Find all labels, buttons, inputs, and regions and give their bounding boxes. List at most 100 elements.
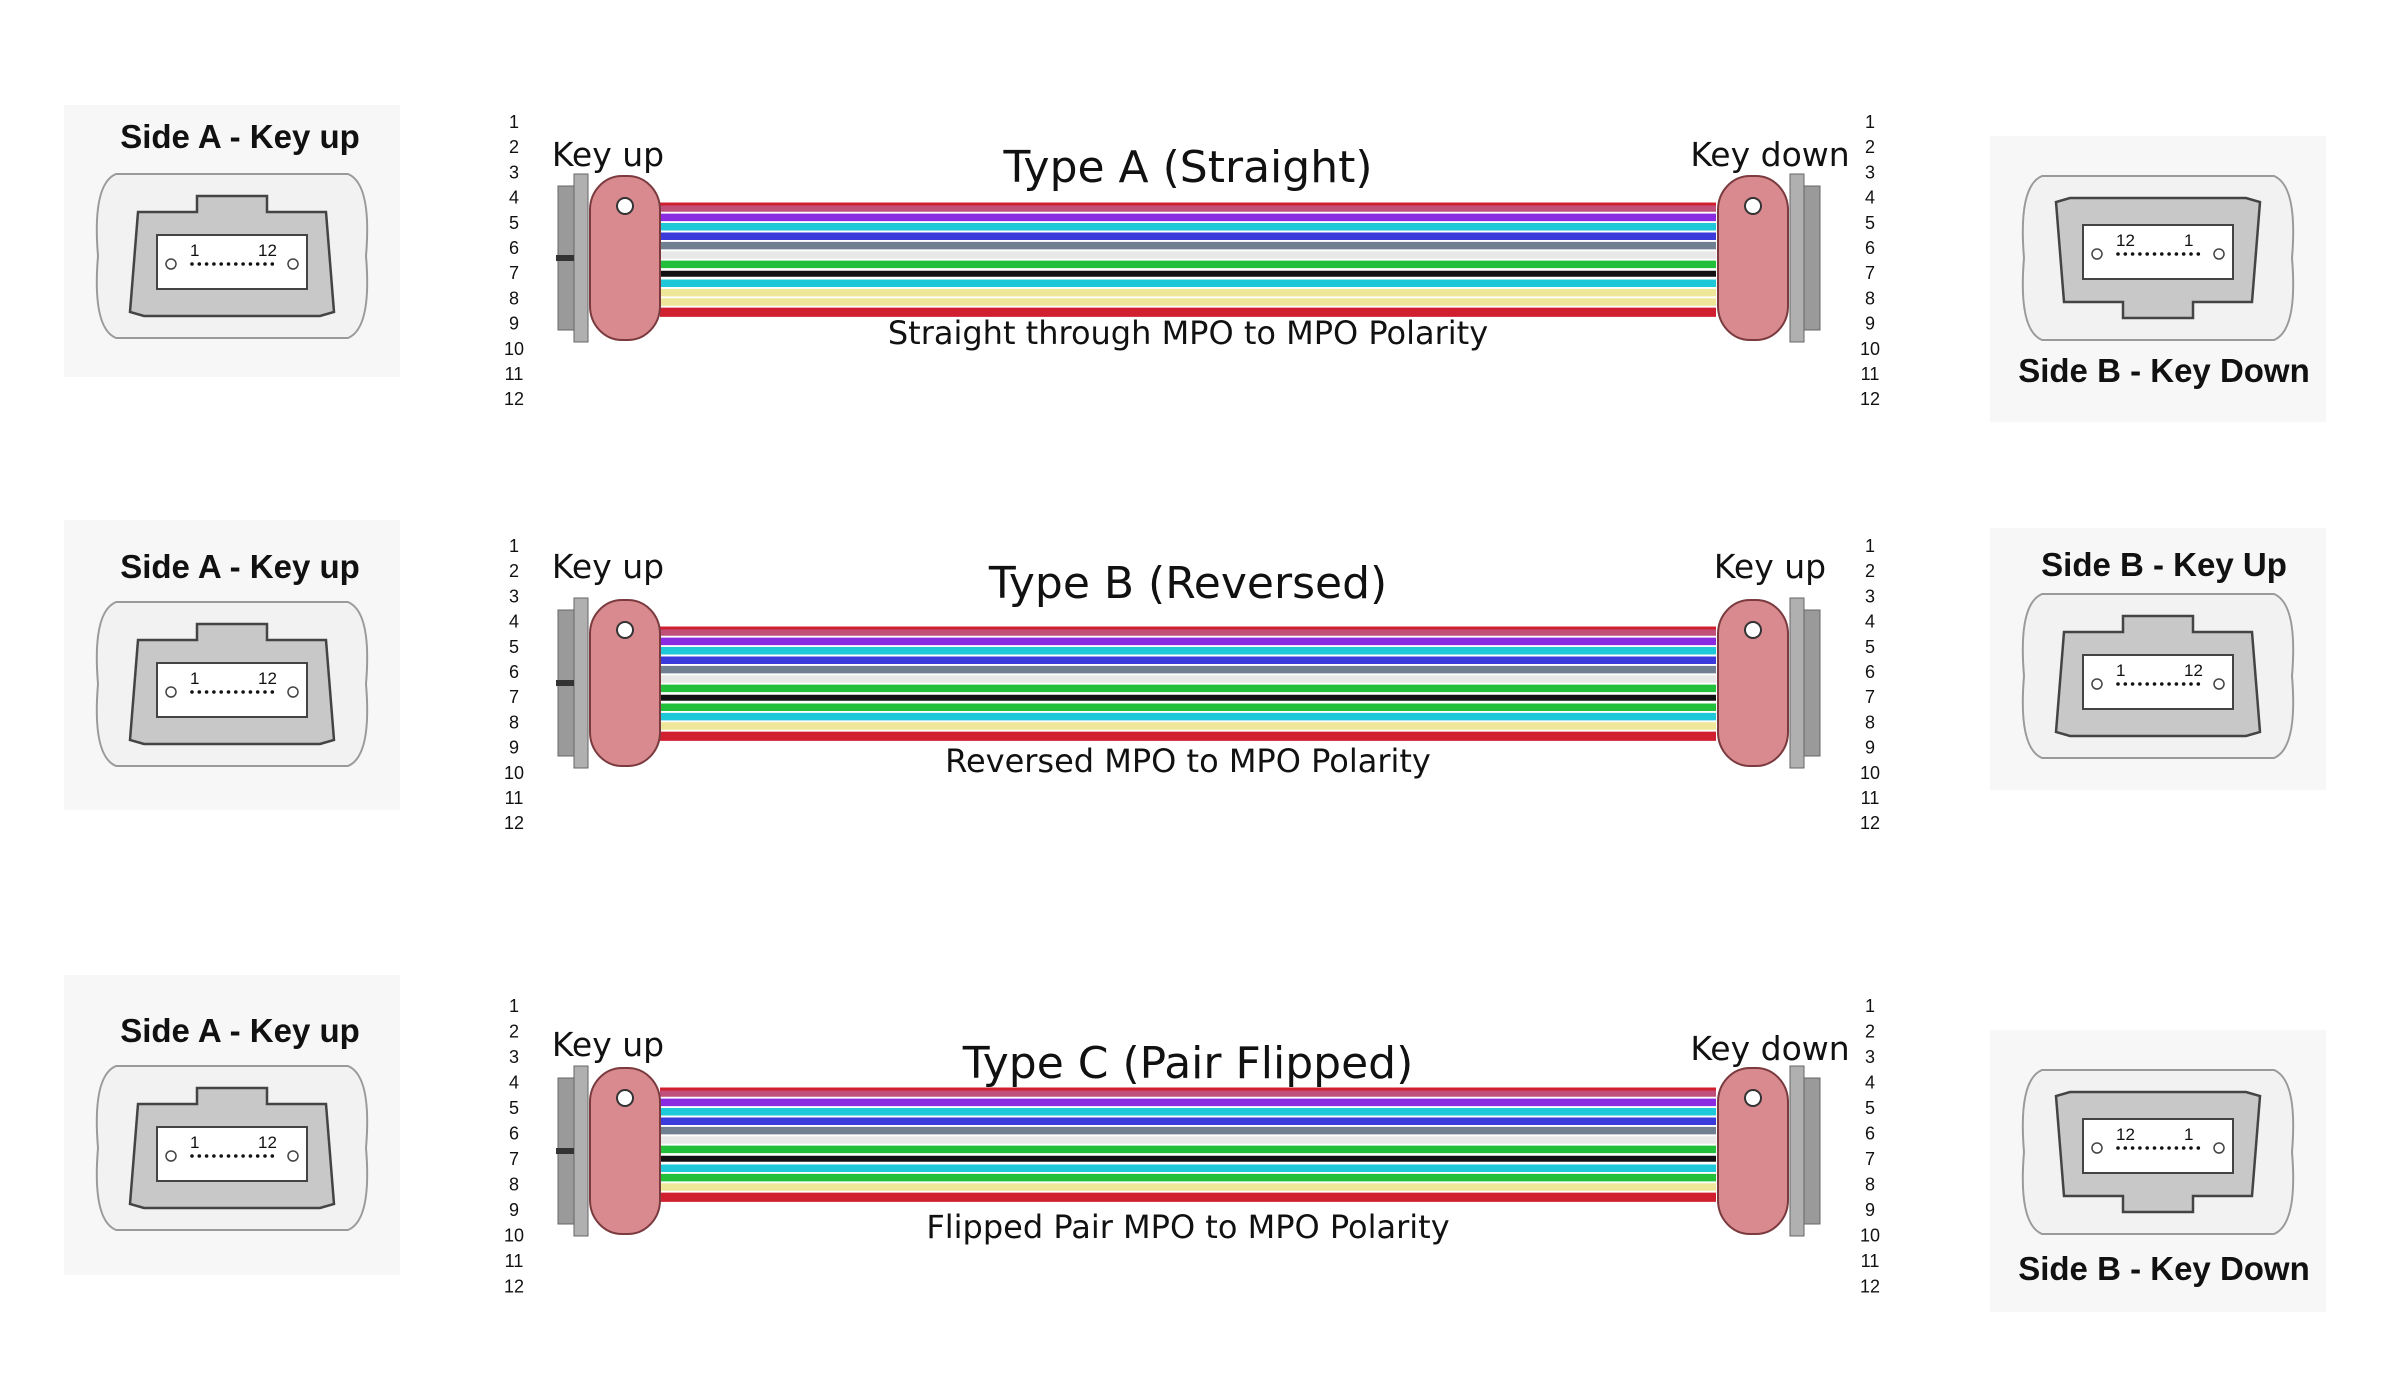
- left-pin-number-0-2: 2: [509, 137, 519, 157]
- left-fiber-dot-0-7: [234, 262, 238, 266]
- left-guide-hole-left-0: [165, 258, 177, 270]
- right-fiber-dot-2-3: [2130, 1146, 2135, 1150]
- right-fiber-dot-0-9: [2174, 252, 2179, 256]
- left-ferrule-window-1: [156, 662, 308, 718]
- right-fiber-dot-2-1: [2116, 1146, 2120, 1150]
- right-boot-key-dot-1: [1744, 621, 1762, 639]
- right-pin-number-0-4: 4: [1865, 188, 1875, 208]
- left-pin-number-2-1: 1: [509, 996, 519, 1016]
- left-pin-number-1-1: 1: [509, 536, 519, 556]
- left-guide-hole-left-2: [165, 1150, 177, 1162]
- right-fiber-dot-2-5: [2145, 1146, 2149, 1150]
- right-fiber-dot-2-12: [2196, 1146, 2201, 1150]
- right-ferrule-number-end-0: 1: [2184, 231, 2193, 250]
- right-key-label-1: Key up: [1714, 547, 1826, 586]
- right-pin-number-2-10: 10: [1860, 1226, 1880, 1246]
- side-a-label-0: Side A - Key up: [120, 118, 360, 155]
- right-pin-number-1-10: 10: [1860, 763, 1880, 783]
- left-fiber-dot-0-3: [204, 262, 209, 266]
- right-pin-number-0-10: 10: [1860, 339, 1880, 359]
- left-fiber-dot-1-1: [190, 690, 194, 694]
- left-pin-number-0-8: 8: [509, 288, 519, 308]
- right-fiber-dot-0-6: [2152, 252, 2157, 256]
- right-boot-1: [1717, 599, 1789, 767]
- left-fiber-dot-1-10: [255, 690, 260, 694]
- left-pin-number-0-12: 12: [504, 389, 524, 409]
- left-fiber-dot-1-2: [197, 690, 202, 694]
- left-fiber-dot-0-5: [219, 262, 223, 266]
- left-pin-number-1-10: 10: [504, 763, 524, 783]
- left-ferrule-number-start-2: 1: [190, 1133, 199, 1152]
- left-fiber-dot-0-6: [226, 262, 231, 266]
- right-fiber-dot-1-9: [2174, 682, 2179, 686]
- left-fiber-dot-2-9: [248, 1154, 253, 1158]
- left-ferrule-number-end-1: 12: [258, 669, 277, 688]
- right-fiber-dot-0-12: [2196, 252, 2201, 256]
- left-connector-pin-1: [556, 680, 574, 686]
- right-pin-number-2-11: 11: [1861, 1251, 1880, 1271]
- left-pin-number-0-4: 4: [509, 188, 519, 208]
- left-connector-pin-2: [556, 1148, 574, 1154]
- right-fiber-dot-2-9: [2174, 1146, 2179, 1150]
- right-fiber-dot-2-4: [2138, 1146, 2142, 1150]
- right-fiber-dot-1-5: [2145, 682, 2149, 686]
- right-fiber-dot-2-7: [2160, 1146, 2164, 1150]
- left-fiber-dot-0-12: [270, 262, 275, 266]
- right-guide-hole-left-1: [2091, 678, 2103, 690]
- left-fiber-dot-0-9: [248, 262, 253, 266]
- left-fiber-dot-1-11: [263, 690, 267, 694]
- right-pin-number-0-8: 8: [1865, 288, 1875, 308]
- right-ferrule-window-2: [2082, 1118, 2234, 1174]
- left-pin-number-0-9: 9: [509, 314, 519, 334]
- left-pin-number-2-7: 7: [509, 1149, 519, 1169]
- left-connector-flange-0: [573, 173, 589, 343]
- left-fiber-dot-2-11: [263, 1154, 267, 1158]
- left-key-label-2: Key up: [552, 1025, 664, 1064]
- left-boot-key-dot-0: [616, 197, 634, 215]
- right-fiber-dot-2-8: [2167, 1146, 2171, 1150]
- left-fiber-dot-1-8: [241, 690, 245, 694]
- right-pin-number-0-3: 3: [1865, 162, 1875, 182]
- left-guide-hole-right-2: [287, 1150, 299, 1162]
- right-fiber-dot-2-2: [2123, 1146, 2128, 1150]
- left-fiber-dot-0-8: [241, 262, 245, 266]
- right-pin-number-0-11: 11: [1861, 364, 1880, 384]
- left-pin-number-1-9: 9: [509, 738, 519, 758]
- left-pin-number-1-11: 11: [505, 788, 524, 808]
- right-pin-number-2-8: 8: [1865, 1175, 1875, 1195]
- left-fiber-dot-1-9: [248, 690, 253, 694]
- right-pin-number-0-6: 6: [1865, 238, 1875, 258]
- left-fiber-dot-2-5: [219, 1154, 223, 1158]
- right-connector-flange-2: [1789, 1065, 1805, 1237]
- right-fiber-dot-1-6: [2152, 682, 2157, 686]
- left-fiber-dot-2-10: [255, 1154, 260, 1158]
- left-fiber-dot-2-3: [204, 1154, 209, 1158]
- right-ferrule-number-start-2: 12: [2116, 1125, 2135, 1144]
- right-guide-hole-right-0: [2213, 248, 2225, 260]
- left-guide-hole-right-1: [287, 686, 299, 698]
- left-connector-flange-2: [573, 1065, 589, 1237]
- left-connector-flange-1: [573, 597, 589, 769]
- right-pin-number-0-7: 7: [1865, 263, 1875, 283]
- right-pin-number-2-4: 4: [1865, 1073, 1875, 1093]
- right-pin-number-1-3: 3: [1865, 586, 1875, 606]
- type-subtitle-0: Straight through MPO to MPO Polarity: [888, 314, 1488, 352]
- right-guide-hole-right-1: [2213, 678, 2225, 690]
- left-pin-number-1-7: 7: [509, 687, 519, 707]
- left-pin-number-1-5: 5: [509, 637, 519, 657]
- left-guide-hole-left-1: [165, 686, 177, 698]
- left-pin-number-1-2: 2: [509, 561, 519, 581]
- right-fiber-dot-0-1: [2116, 252, 2120, 256]
- left-pin-number-0-5: 5: [509, 213, 519, 233]
- right-connector-flange-1: [1789, 597, 1805, 769]
- left-connector-pin-0: [556, 255, 574, 261]
- right-pin-number-1-2: 2: [1865, 561, 1875, 581]
- right-ferrule-window-0: [2082, 224, 2234, 280]
- right-pin-number-1-7: 7: [1865, 687, 1875, 707]
- right-pin-number-0-12: 12: [1860, 389, 1880, 409]
- right-ferrule-window-1: [2082, 654, 2234, 710]
- right-pin-number-1-11: 11: [1861, 788, 1880, 808]
- left-fiber-dot-0-4: [212, 262, 216, 266]
